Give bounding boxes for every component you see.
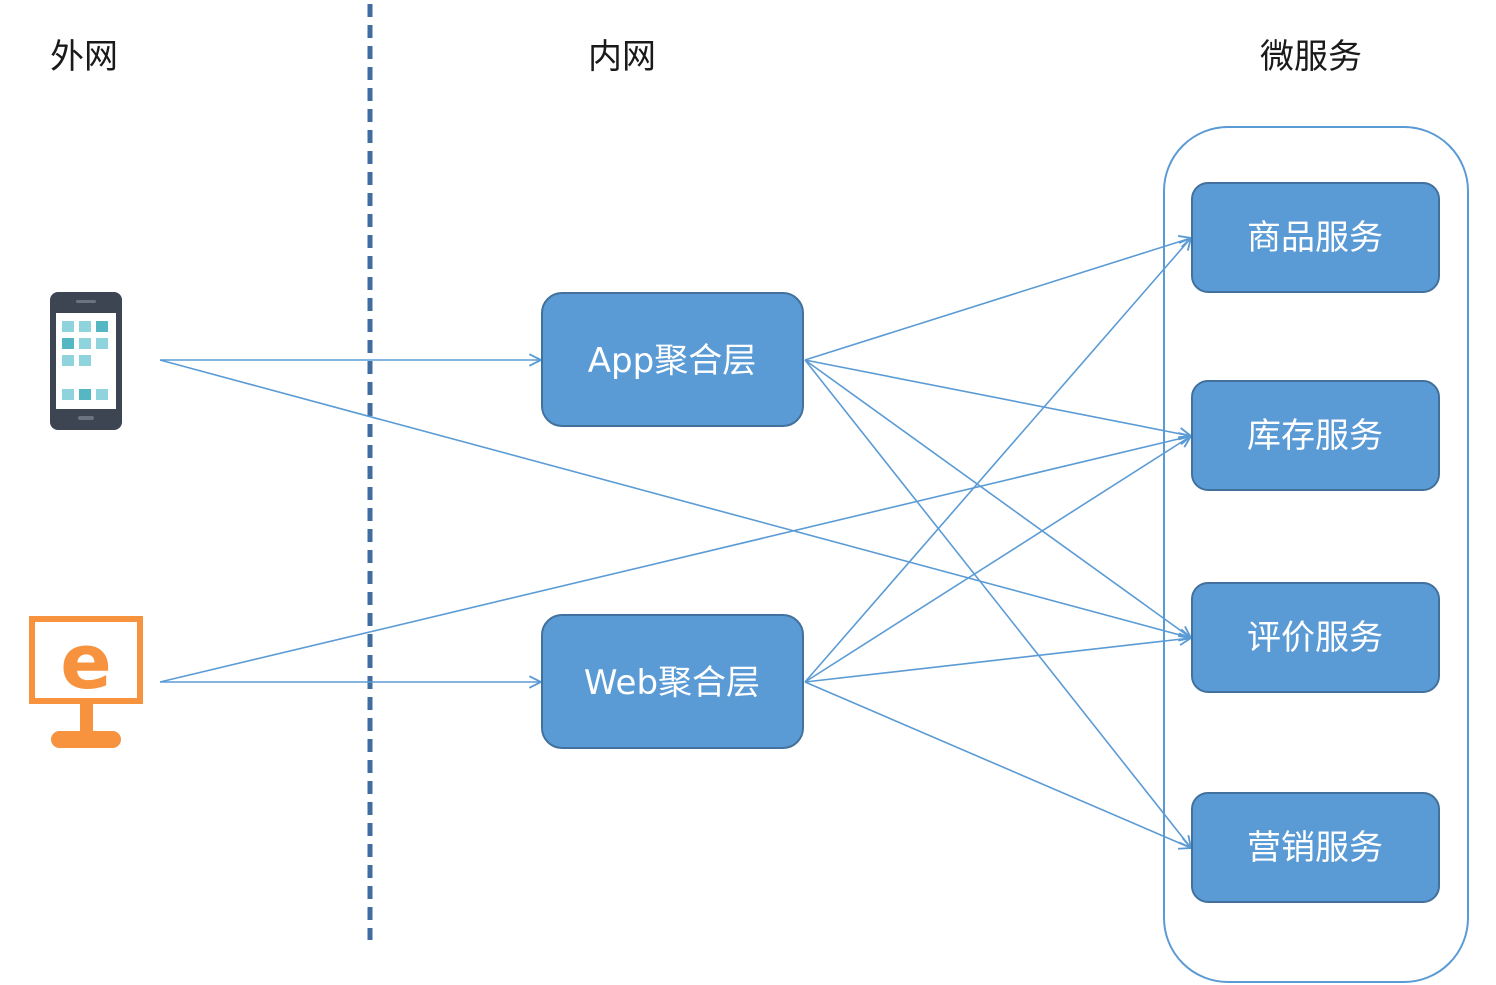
service-label-product: 商品服务 — [1247, 218, 1383, 258]
arrow-mobile-to-svc-2 — [159, 359, 1191, 638]
service-label-review: 评价服务 — [1247, 618, 1383, 658]
service-node-inventory[interactable]: 库存服务 — [1191, 380, 1440, 491]
arrow-web-to-svc-2 — [804, 638, 1191, 683]
arrow-web-to-svc-0 — [804, 238, 1191, 683]
service-node-marketing[interactable]: 营销服务 — [1191, 792, 1440, 903]
zone-label-microservices: 微服务 — [1260, 37, 1362, 77]
arrow-app-to-svc-1 — [804, 359, 1191, 436]
service-label-marketing: 营销服务 — [1247, 828, 1383, 868]
mobile-phone-icon — [50, 292, 122, 430]
service-label-inventory: 库存服务 — [1247, 416, 1383, 456]
browser-ie-icon: e — [29, 616, 143, 748]
microservice-container — [1163, 126, 1469, 983]
app-aggregation-node[interactable]: App聚合层 — [541, 292, 804, 427]
app-aggregation-label: App聚合层 — [588, 341, 756, 381]
zone-label-external: 外网 — [50, 37, 118, 77]
arrow-web-to-svc-3 — [804, 681, 1191, 848]
web-aggregation-node[interactable]: Web聚合层 — [541, 614, 804, 749]
web-aggregation-label: Web聚合层 — [584, 663, 760, 703]
service-node-product[interactable]: 商品服务 — [1191, 182, 1440, 293]
arrow-web-to-svc-1 — [804, 436, 1191, 683]
arrow-app-to-svc-2 — [804, 359, 1191, 638]
browser-e-glyph: e — [60, 617, 112, 706]
arrow-app-to-svc-3 — [804, 359, 1191, 848]
zone-label-internal: 内网 — [588, 37, 656, 77]
arrow-web-to-svc-1 — [159, 436, 1191, 683]
connection-arrows — [159, 238, 1191, 848]
arrow-app-to-svc-0 — [804, 238, 1191, 361]
service-node-review[interactable]: 评价服务 — [1191, 582, 1440, 693]
